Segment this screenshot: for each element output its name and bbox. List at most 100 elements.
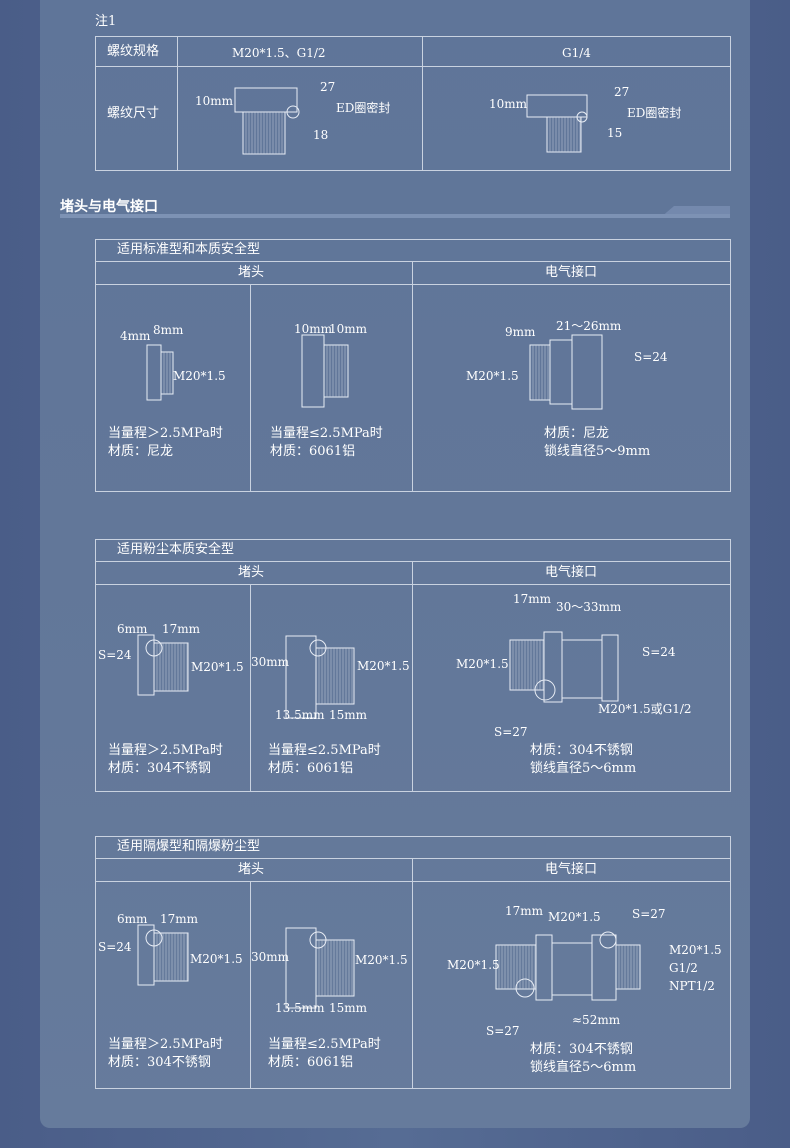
dimension-label: 18 [313, 128, 329, 142]
dimension-label: M20*1.5 [173, 369, 226, 383]
note-title: 注1 [95, 14, 117, 29]
material-caption: 锁线直径5～6mm [530, 1060, 637, 1075]
seal-detail [576, 111, 588, 123]
dimension-label: 8mm [153, 323, 184, 337]
dimension-label: 15mm [329, 1001, 368, 1015]
drawing-part [315, 647, 355, 705]
spec-m20: M20*1.5、G1/2 [232, 46, 326, 60]
dimension-label: 13.5mm [275, 1001, 325, 1015]
table-title: 适用隔爆型和隔爆粉尘型 [117, 839, 261, 854]
material-caption: 材质：304不锈钢 [108, 1055, 211, 1070]
dimension-label: 9mm [505, 325, 536, 339]
dimension-label: S=27 [632, 907, 666, 921]
drawing-part [153, 642, 189, 692]
seal-detail [515, 978, 535, 998]
dimension-label: 6mm [117, 622, 148, 636]
dimension-label: M20*1.5或G1/2 [598, 702, 692, 716]
material-caption: 材质：6061铝 [268, 761, 354, 776]
drawing-part [315, 939, 355, 997]
dimension-label: M20*1.5 [190, 952, 243, 966]
section-divider [60, 214, 730, 218]
material-caption: 当量程＞2.5MPa时 [108, 743, 223, 758]
column-header-connector: 电气接口 [545, 265, 598, 280]
dimension-label: NPT1/2 [669, 979, 715, 993]
dimension-label: S=24 [642, 645, 676, 659]
dimension-label: S=24 [634, 350, 668, 364]
row-label-spec: 螺纹规格 [107, 44, 160, 59]
column-header-connector: 电气接口 [545, 862, 598, 877]
column-header-plug: 堵头 [238, 862, 265, 877]
drawing-part [601, 634, 619, 702]
dimension-label: S=24 [98, 940, 132, 954]
dimension-label: M20*1.5 [548, 910, 601, 924]
dimension-label: 17mm [505, 904, 544, 918]
table-title: 适用标准型和本质安全型 [117, 242, 261, 257]
material-caption: 当量程＞2.5MPa时 [108, 426, 223, 441]
dimension-label: M20*1.5 [357, 659, 410, 673]
dimension-label: 30～33mm [556, 600, 622, 614]
dimension-label: ≈52mm [572, 1013, 621, 1027]
material-caption: 材质：304不锈钢 [530, 743, 633, 758]
dimension-label: 15mm [329, 708, 368, 722]
dimension-label: M20*1.5 [669, 943, 722, 957]
dimension-label: 10mm [195, 94, 234, 108]
dimension-label: 30mm [251, 655, 290, 669]
dimension-label: 17mm [513, 592, 552, 606]
thread-spec-table [95, 36, 731, 171]
dimension-label: M20*1.5 [191, 660, 244, 674]
dimension-label: 10mm [489, 97, 528, 111]
seal-detail [309, 639, 327, 657]
dimension-label: 13.5mm [275, 708, 325, 722]
column-header-connector: 电气接口 [545, 565, 598, 580]
material-caption: 当量程＞2.5MPa时 [108, 1037, 223, 1052]
material-caption: 材质：6061铝 [270, 444, 356, 459]
dimension-label: ED圈密封 [336, 101, 391, 115]
dimension-label: S=27 [494, 725, 528, 739]
seal-detail [534, 679, 556, 701]
dimension-label: 30mm [251, 950, 290, 964]
dimension-label: G1/2 [669, 961, 698, 975]
seal-detail [145, 639, 163, 657]
dimension-label: S=27 [486, 1024, 520, 1038]
dimension-label: 27 [614, 85, 630, 99]
content-panel [40, 0, 750, 1128]
seal-detail [145, 929, 163, 947]
section-title: 堵头与电气接口 [60, 199, 158, 215]
material-caption: 材质：304不锈钢 [530, 1042, 633, 1057]
material-caption: 材质：304不锈钢 [108, 761, 211, 776]
dimension-label: M20*1.5 [466, 369, 519, 383]
dimension-label: 10mm [329, 322, 368, 336]
material-caption: 锁线直径5～9mm [544, 444, 651, 459]
dimension-label: 10mm [294, 322, 333, 336]
row-label-size: 螺纹尺寸 [107, 106, 160, 121]
dimension-label: ED圈密封 [627, 106, 682, 120]
column-header-plug: 堵头 [238, 565, 265, 580]
dimension-label: 27 [320, 80, 336, 94]
dimension-label: 4mm [120, 329, 151, 343]
dimension-label: M20*1.5 [456, 657, 509, 671]
dimension-label: 6mm [117, 912, 148, 926]
drawing-part [546, 116, 582, 153]
seal-detail [599, 931, 617, 949]
dimension-label: S=24 [98, 648, 132, 662]
spec-table [95, 836, 731, 1089]
material-caption: 锁线直径5～6mm [530, 761, 637, 776]
drawing-part [571, 334, 603, 410]
seal-detail [309, 931, 327, 949]
material-caption: 材质：6061铝 [268, 1055, 354, 1070]
dimension-label: 17mm [160, 912, 199, 926]
column-header-plug: 堵头 [238, 265, 265, 280]
material-caption: 当量程≤2.5MPa时 [268, 743, 381, 758]
seal-detail [286, 105, 300, 119]
material-caption: 材质：尼龙 [544, 426, 610, 441]
table-title: 适用粉尘本质安全型 [117, 542, 235, 557]
dimension-label: 15 [607, 126, 623, 140]
material-caption: 当量程≤2.5MPa时 [268, 1037, 381, 1052]
dimension-label: 17mm [162, 622, 201, 636]
dimension-label: M20*1.5 [447, 958, 500, 972]
drawing-part [153, 932, 189, 982]
spec-table [95, 539, 731, 792]
spec-table [95, 239, 731, 492]
material-caption: 材质：尼龙 [108, 444, 174, 459]
